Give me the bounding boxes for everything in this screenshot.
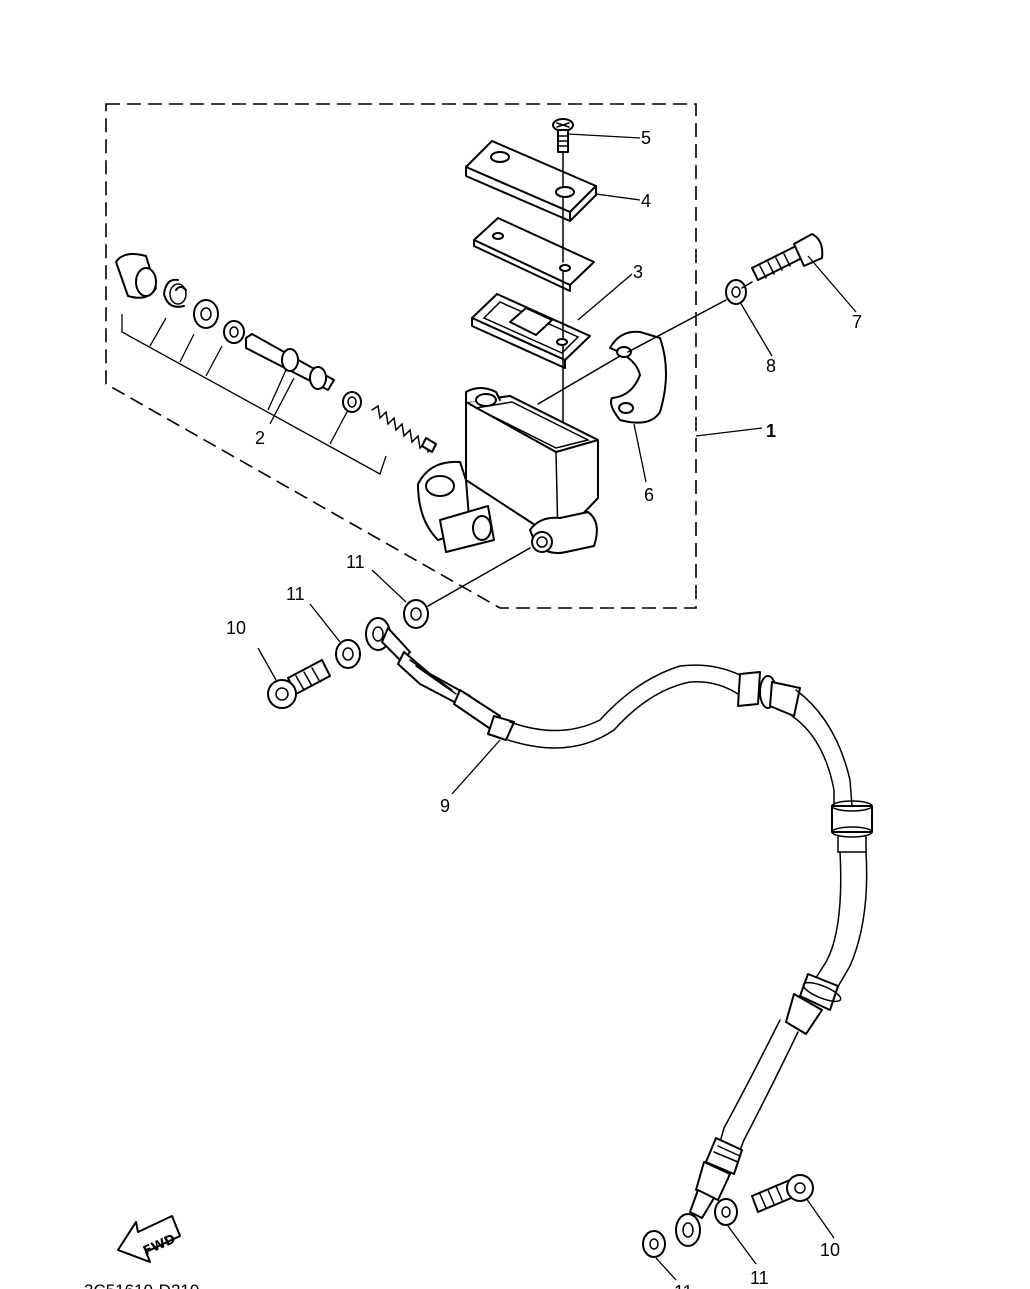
callout-8: 8 [766,356,776,376]
callout-5: 5 [641,128,651,148]
callout-10-b: 10 [820,1240,840,1260]
callout-4: 4 [641,191,651,211]
callout-11-c: 11 [750,1268,769,1288]
callout-9: 9 [440,796,450,816]
union-bolt-upper [267,659,331,709]
clamp-washer [725,279,747,305]
assembly-boundary [105,103,697,609]
piston-kit [115,253,437,475]
callout-7: 7 [852,312,862,332]
gasket-b [335,639,361,669]
gasket-a [403,599,429,629]
callout-3: 3 [633,262,643,282]
fwd-arrow-icon: FWD [117,1215,181,1263]
reservoir-cap [465,140,597,222]
callout-10-a: 10 [226,618,246,638]
gasket-d [642,1230,666,1258]
cap-screw [552,118,574,153]
diaphragm-plate [473,217,595,292]
callout-6: 6 [644,485,654,505]
callout-11-d: 11 [674,1282,693,1289]
gasket-c [714,1198,738,1226]
callout-11-a: 11 [346,552,365,572]
diagram-code: 3C51610-D210 [84,1281,199,1289]
callout-1: 1 [766,421,776,441]
callout-11-b: 11 [286,584,305,604]
clamp-bolt [751,233,824,281]
handlebar-clamp [609,330,667,424]
union-bolt-lower [751,1174,814,1213]
diaphragm [471,293,591,369]
callout-2: 2 [255,428,265,448]
brake-hose [365,617,873,1247]
master-cylinder-body [417,387,599,554]
